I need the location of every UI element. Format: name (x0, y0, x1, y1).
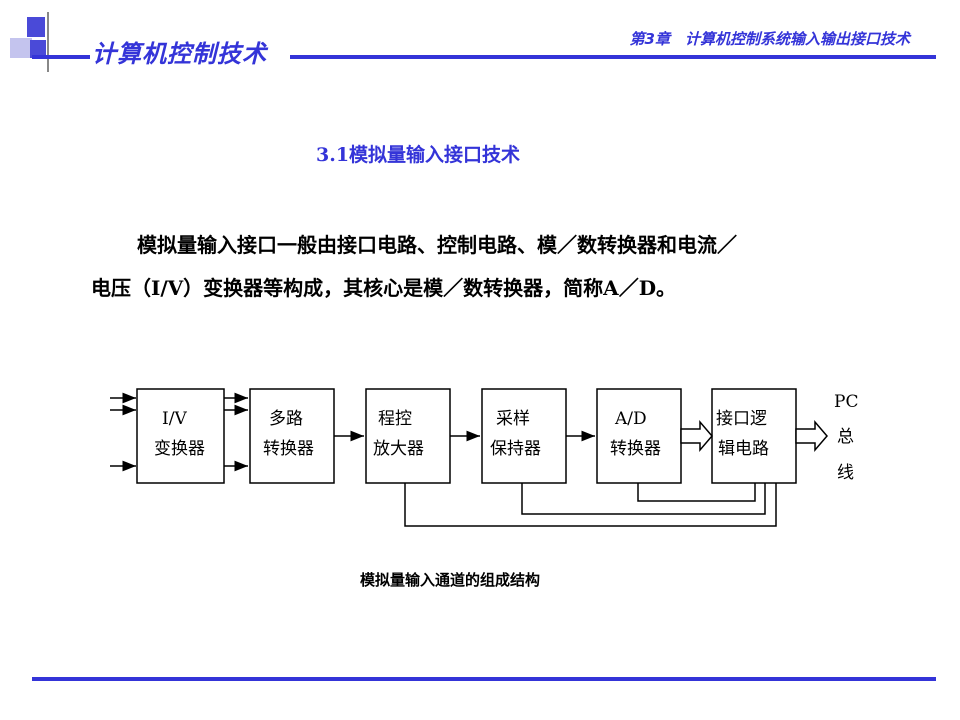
course-title: 计算机控制技术 (92, 40, 267, 68)
bus-arrow-logic-to-pc (795, 419, 828, 453)
block-logic-label-1: 接口逻 (716, 409, 767, 429)
block-ad-converter (596, 388, 682, 484)
pc-bus-label-1: PC (834, 392, 858, 412)
header-deco-square-dark-2 (30, 40, 46, 58)
pc-bus-label-2: 总 (837, 427, 854, 447)
block-iv-label-1: I/V (162, 409, 187, 429)
pc-bus-label-3: 线 (837, 463, 854, 483)
control-line-ad (637, 483, 756, 502)
block-pga-label-2: 放大器 (373, 439, 424, 459)
control-line-mux (404, 483, 777, 527)
block-sh-label-1: 采样 (496, 409, 530, 429)
diagram-caption: 模拟量输入通道的组成结构 (360, 571, 541, 589)
block-logic-label-2: 辑电路 (718, 439, 769, 459)
section-title: 3.1模拟量输入接口技术 (316, 144, 521, 166)
block-interface-logic (711, 388, 797, 484)
header-deco-hline-left (32, 55, 90, 59)
block-iv-label-2: 变换器 (154, 439, 205, 459)
header-deco-vline (47, 12, 49, 72)
block-pga-label-1: 程控 (378, 409, 412, 429)
block-multiplexer (249, 388, 335, 484)
bus-arrow-ad-to-logic (680, 419, 713, 453)
block-mux-label-2: 转换器 (263, 439, 314, 459)
block-sh-label-2: 保持器 (490, 439, 541, 459)
header-deco-square-dark (27, 17, 45, 37)
header-deco-square-light (10, 38, 32, 58)
footer-rule (32, 677, 936, 681)
block-ad-label-2: 转换器 (610, 439, 661, 459)
chapter-title: 第3章 计算机控制系统输入输出接口技术 (629, 30, 910, 48)
paragraph-line-1: 模拟量输入接口一般由接口电路、控制电路、模／数转换器和电流／ (137, 233, 737, 257)
paragraph-line-2: 电压（I/V）变换器等构成，其核心是模／数转换器，简称A／D。 (91, 276, 677, 300)
block-sample-hold (481, 388, 567, 484)
header-rule (290, 55, 936, 59)
block-ad-label-1: A/D (614, 409, 647, 429)
control-line-sh (521, 483, 766, 515)
block-iv-converter (136, 388, 225, 484)
block-mux-label-1: 多路 (269, 409, 303, 429)
block-pga (365, 388, 451, 484)
